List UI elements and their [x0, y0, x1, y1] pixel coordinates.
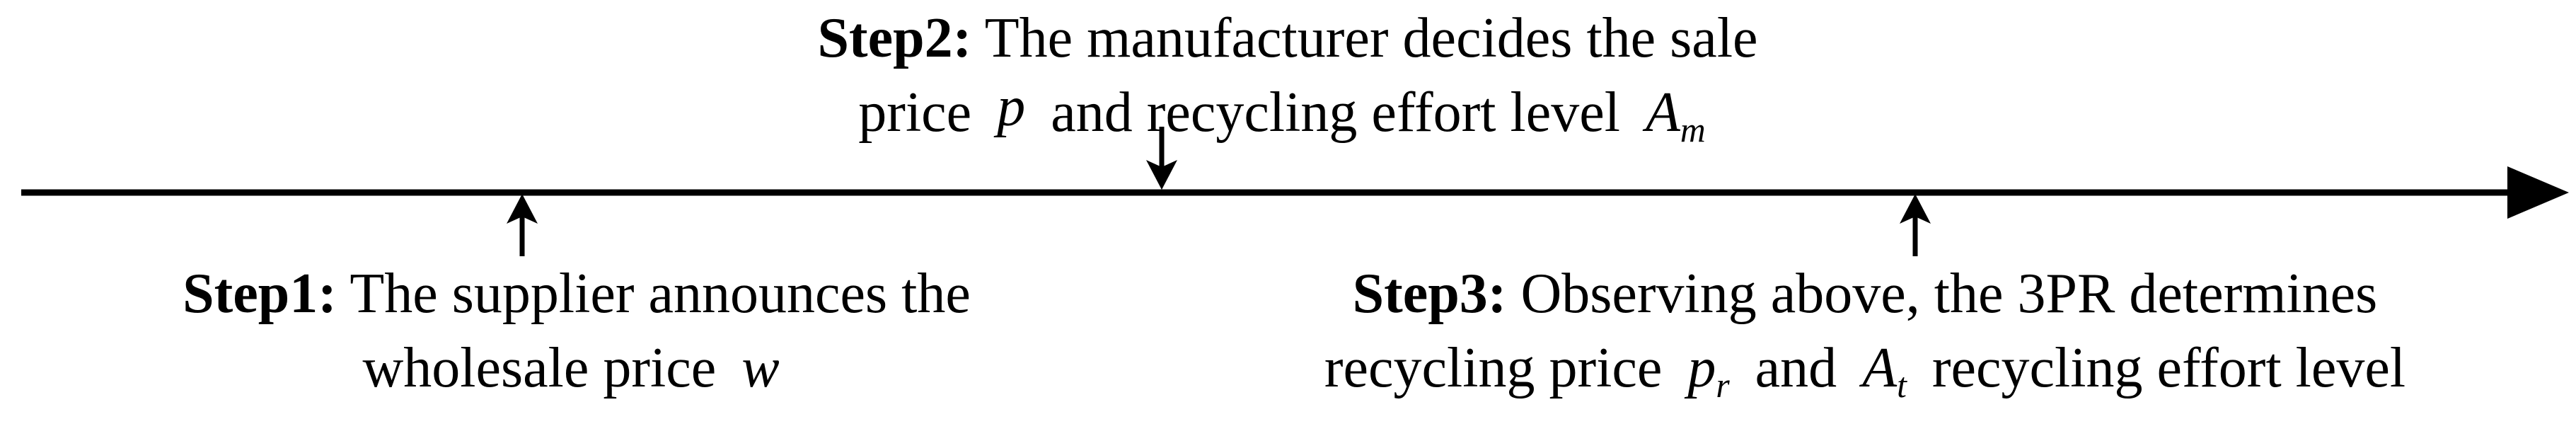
- step2-caption-line1: Step2: The manufacturer decides the sale: [722, 1, 1854, 76]
- step2-label: Step2:: [817, 7, 972, 69]
- math-var-At-subscript: t: [1897, 365, 1907, 405]
- step2-line2-pre: price: [858, 81, 986, 144]
- step3-caption-line1: Step3: Observing above, the 3PR determin…: [1299, 257, 2431, 331]
- math-var-pr-subscript: r: [1716, 365, 1730, 405]
- math-var-At-base: A: [1862, 337, 1898, 399]
- step2-caption-line2: price p and recycling effort level Am: [722, 76, 1854, 150]
- step3-caption-line2: recycling price pr and At recycling effo…: [1299, 331, 2431, 406]
- step1-up-arrow-icon: [507, 194, 538, 256]
- step3-caption: Step3: Observing above, the 3PR determin…: [1299, 257, 2431, 406]
- math-var-Am-base: A: [1646, 81, 1680, 144]
- math-var-recycling-price-pr: pr: [1687, 337, 1729, 403]
- step2-caption: Step2: The manufacturer decides the sale…: [722, 1, 1854, 150]
- step1-line2-pre: wholesale price: [362, 337, 731, 399]
- step3-line2-pre: recycling price: [1324, 337, 1677, 399]
- step3-up-arrow-icon: [1900, 194, 1931, 256]
- math-var-recycling-effort-At: At: [1862, 337, 1907, 403]
- timeline-arrowhead-icon: [2507, 166, 2569, 219]
- step1-caption: Step1: The supplier announces the wholes…: [81, 257, 1072, 406]
- math-var-recycling-effort-Am: Am: [1646, 81, 1706, 147]
- step2-line2-mid: and recycling effort level: [1036, 81, 1634, 144]
- math-var-wholesale-price-w: w: [741, 337, 780, 399]
- step1-line1-text: The supplier announces the: [336, 263, 971, 325]
- step1-caption-line1: Step1: The supplier announces the: [81, 257, 1072, 331]
- step3-label: Step3:: [1352, 263, 1507, 325]
- math-var-sale-price-p: p: [997, 76, 1026, 138]
- step1-caption-line2: wholesale price w: [81, 331, 1072, 406]
- step3-line2-mid: and: [1740, 337, 1852, 399]
- step3-line2-post: recycling effort level: [1917, 337, 2406, 399]
- step1-label: Step1:: [183, 263, 337, 325]
- step3-line1-text: Observing above, the 3PR determines: [1506, 263, 2378, 325]
- math-var-pr-base: p: [1687, 337, 1716, 399]
- math-var-Am-subscript: m: [1680, 110, 1706, 149]
- step2-line1-text: The manufacturer decides the sale: [971, 7, 1758, 69]
